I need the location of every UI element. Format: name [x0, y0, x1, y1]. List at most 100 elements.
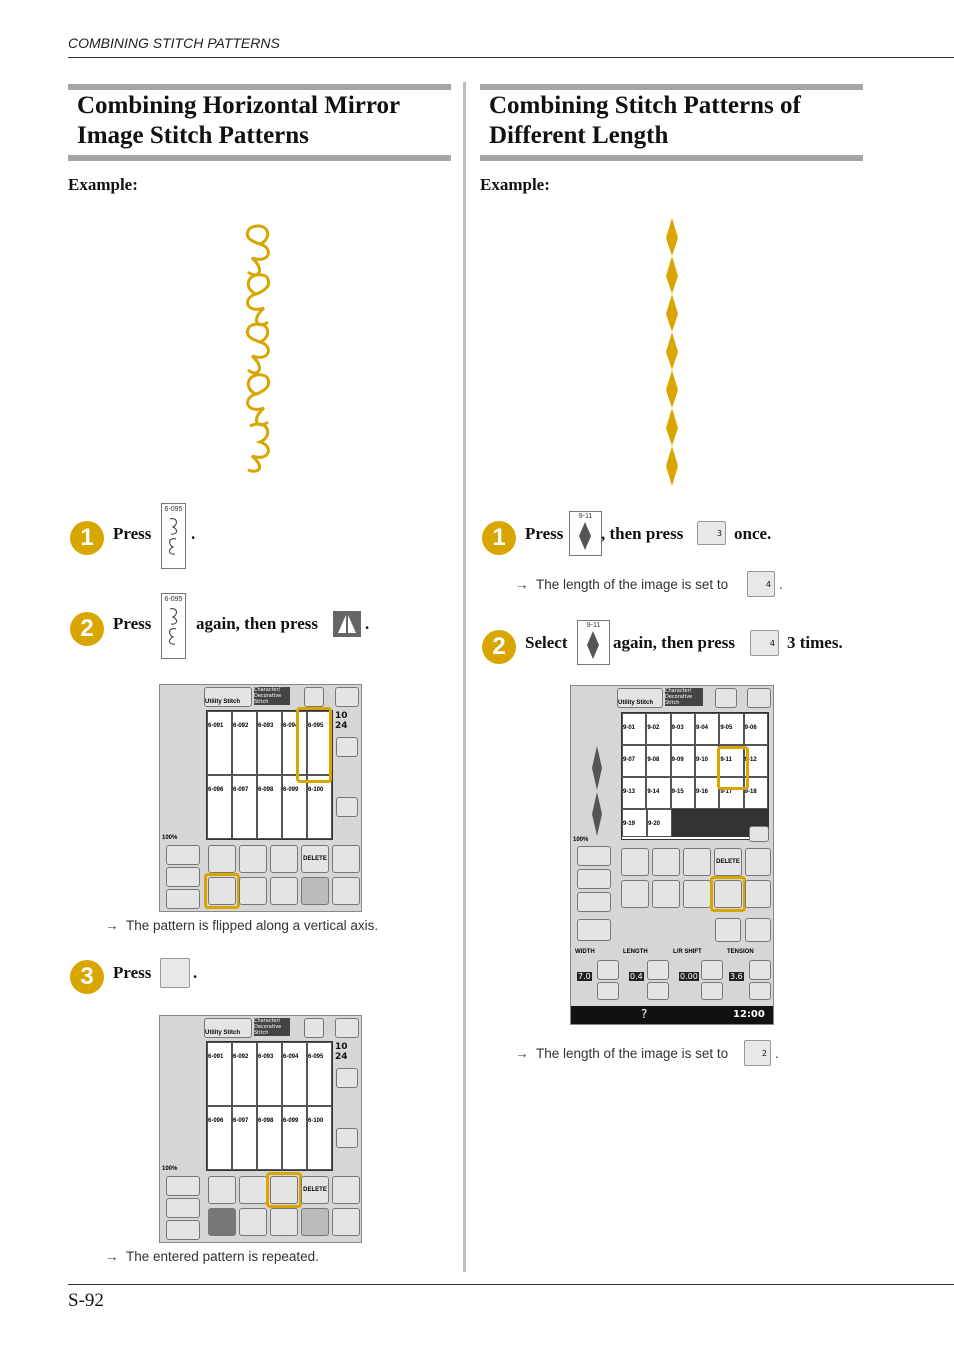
reinforce-button[interactable]	[166, 1198, 200, 1218]
stitch-cell[interactable]: 9-01	[622, 713, 647, 745]
delete-button[interactable]: DELETE	[301, 845, 329, 873]
stitch-cell[interactable]: 9-07	[622, 745, 647, 777]
length-minus[interactable]	[647, 982, 669, 1000]
stitch-cell[interactable]: 9-13	[622, 777, 647, 809]
ls-button[interactable]	[683, 880, 711, 908]
scroll-up-button[interactable]	[336, 737, 358, 757]
stitch-cell[interactable]: 9-06	[743, 713, 768, 745]
width-plus[interactable]	[597, 960, 619, 980]
stitch-cell[interactable]: 9-20	[647, 809, 672, 837]
vertical-mirror-button[interactable]	[239, 877, 267, 905]
pattern-repeat-key[interactable]	[160, 958, 190, 988]
length-key-icon[interactable]: 3	[697, 521, 726, 545]
stitch-cell[interactable]: 9-05	[719, 713, 744, 745]
stitch-cell[interactable]: 6-092	[232, 711, 257, 775]
tab-character-stitch[interactable]: Character/ Decorative Stitch	[254, 1018, 290, 1036]
lock-button[interactable]	[304, 687, 324, 707]
scroll-down-button[interactable]	[336, 1128, 358, 1148]
presser-foot-button[interactable]	[166, 1176, 200, 1196]
stitch-cell[interactable]: 6-097	[232, 775, 257, 839]
memory-button[interactable]	[715, 918, 741, 942]
home-button[interactable]	[747, 688, 771, 708]
stitch-key-9-11[interactable]: 9-11	[569, 511, 602, 556]
stitch-cell[interactable]: 6-100	[307, 1106, 332, 1170]
tab-character-stitch[interactable]: Character/ Decorative Stitch	[254, 687, 290, 705]
stitch-cell[interactable]: 9-03	[670, 713, 695, 745]
twin-needle-button[interactable]	[332, 877, 360, 905]
home-button[interactable]	[335, 1018, 359, 1038]
ls-button[interactable]	[270, 877, 298, 905]
stitch-cell[interactable]: 9-02	[646, 713, 671, 745]
stitch-cell[interactable]: 6-098	[257, 1106, 282, 1170]
stitch-cell[interactable]: 6-096	[207, 775, 232, 839]
stitch-cell[interactable]: 6-092	[232, 1042, 257, 1106]
stitch-cell[interactable]: 9-04	[694, 713, 720, 745]
reinforce-button[interactable]	[577, 869, 611, 889]
shift-plus[interactable]	[701, 960, 723, 980]
width-minus[interactable]	[597, 982, 619, 1000]
stitch-key-6-095[interactable]: 6-095	[161, 503, 186, 569]
mirror-button[interactable]	[208, 877, 236, 905]
stitch-cell[interactable]: 9-09	[670, 745, 695, 777]
stitch-cell[interactable]: 6-100	[307, 775, 332, 839]
pattern-repeat-button[interactable]	[270, 845, 298, 873]
single-button[interactable]	[208, 1176, 236, 1204]
needle-button[interactable]	[577, 919, 611, 941]
lock-button[interactable]	[715, 688, 737, 708]
scroll-down-button[interactable]	[749, 826, 769, 842]
repeat-button[interactable]	[239, 1176, 267, 1204]
lock-button[interactable]	[304, 1018, 324, 1038]
presser-foot-button[interactable]	[577, 846, 611, 866]
stitch-cell[interactable]: 6-094	[282, 711, 307, 775]
delete-button[interactable]: DELETE	[714, 848, 742, 876]
mirror-button[interactable]	[621, 880, 649, 908]
stitch-cell[interactable]: 6-091	[207, 1042, 232, 1106]
reinforce-button[interactable]	[166, 867, 200, 887]
tab-utility-stitch[interactable]: Utility Stitch	[617, 688, 663, 708]
edit-button[interactable]	[745, 848, 771, 876]
pocket-button[interactable]	[745, 918, 771, 942]
stitch-key-9-11[interactable]: 9-11	[577, 620, 610, 665]
stitch-cell[interactable]: 6-094	[282, 1042, 307, 1106]
stitch-cell[interactable]: 6-091	[207, 711, 232, 775]
home-button[interactable]	[335, 687, 359, 707]
single-button[interactable]	[208, 845, 236, 873]
stitch-cell[interactable]: 9-10	[694, 745, 720, 777]
presser-foot-button[interactable]	[166, 845, 200, 865]
stitch-cell[interactable]: 6-097	[232, 1106, 257, 1170]
repeat-button[interactable]	[652, 848, 680, 876]
stitch-cell[interactable]: 6-095	[307, 1042, 332, 1106]
help-icon[interactable]: ?	[641, 1007, 648, 1021]
blank-button[interactable]	[301, 877, 329, 905]
stitch-cell[interactable]: 6-099	[282, 775, 307, 839]
scissors-button[interactable]	[577, 892, 611, 912]
edit-button[interactable]	[332, 1176, 360, 1204]
scissors-button[interactable]	[166, 889, 200, 909]
ls-button[interactable]	[270, 1208, 298, 1236]
tension-plus[interactable]	[749, 960, 771, 980]
shift-minus[interactable]	[701, 982, 723, 1000]
tab-utility-stitch[interactable]: Utility Stitch	[204, 1018, 252, 1038]
repeat-button[interactable]	[239, 845, 267, 873]
stitch-cell[interactable]: 9-08	[646, 745, 671, 777]
stitch-cell[interactable]: 9-14	[646, 777, 671, 809]
stitch-key-6-095[interactable]: 6-095	[161, 593, 186, 659]
stitch-cell[interactable]: 9-19	[622, 809, 647, 837]
stitch-cell[interactable]: 9-17	[719, 777, 744, 809]
pattern-repeat-button[interactable]	[270, 1176, 298, 1204]
delete-button[interactable]: DELETE	[301, 1176, 329, 1204]
stitch-cell[interactable]: 6-099	[282, 1106, 307, 1170]
single-button[interactable]	[621, 848, 649, 876]
scroll-up-button[interactable]	[336, 1068, 358, 1088]
tab-utility-stitch[interactable]: Utility Stitch	[204, 687, 252, 707]
twin-needle-button[interactable]	[332, 1208, 360, 1236]
mirror-key-icon[interactable]	[333, 611, 361, 637]
tab-character-stitch[interactable]: Character/ Decorative Stitch	[665, 688, 703, 706]
stitch-cell[interactable]: 6-093	[257, 711, 282, 775]
length-plus[interactable]	[647, 960, 669, 980]
stitch-cell[interactable]: 9-16	[694, 777, 720, 809]
scissors-button[interactable]	[166, 1220, 200, 1240]
blank-button[interactable]	[301, 1208, 329, 1236]
stitch-cell[interactable]: 6-096	[207, 1106, 232, 1170]
tension-minus[interactable]	[749, 982, 771, 1000]
